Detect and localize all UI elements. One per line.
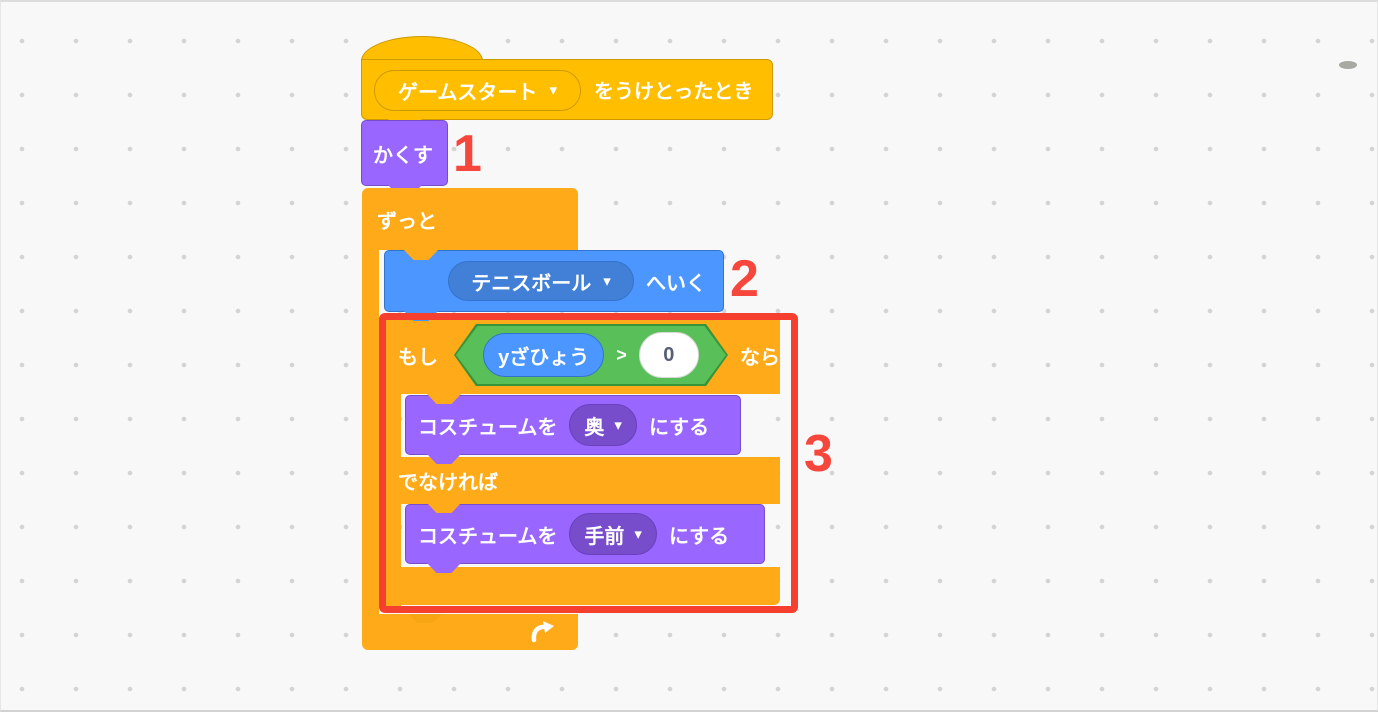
costume1-value: 奥 xyxy=(584,416,605,439)
annotation-rectangle xyxy=(379,313,798,613)
costume2-label-pre: コスチュームを xyxy=(418,525,558,548)
if-label: もし xyxy=(398,346,438,369)
annotation-step-3: 3 xyxy=(804,425,833,483)
else-mouth-tab xyxy=(427,503,461,513)
cursor-artifact xyxy=(1339,61,1357,69)
goto-target-value: テニスボール xyxy=(471,272,592,295)
switch-costume-block-2[interactable]: コスチュームを 手前 ▾ にする xyxy=(405,504,765,564)
chevron-down-icon: ▾ xyxy=(549,82,557,99)
if-mouth-tab xyxy=(427,394,461,404)
comparison-value: 0 xyxy=(663,343,675,366)
chevron-down-icon: ▾ xyxy=(603,272,611,290)
forever-block-bottom[interactable] xyxy=(362,614,578,650)
costume1-bottom-tab xyxy=(427,454,461,464)
if-else-block[interactable]: もし yざひょう > 0 なら xyxy=(384,316,780,394)
goto-block[interactable]: テニスボール ▾ へいく xyxy=(384,250,724,312)
chevron-down-icon: ▾ xyxy=(634,525,642,543)
forever-block[interactable]: ずっと xyxy=(362,188,578,250)
hide-block-label: かくす xyxy=(373,144,433,167)
costume2-dropdown[interactable]: 手前 ▾ xyxy=(569,513,657,555)
hide-block[interactable]: かくす xyxy=(361,120,448,186)
forever-mouth-tab xyxy=(404,250,438,260)
loop-arrow-icon xyxy=(528,619,558,645)
if-else-block-bottom[interactable] xyxy=(384,567,780,605)
goto-block-label: へいく xyxy=(646,272,706,295)
y-position-label: yざひょう xyxy=(498,346,590,369)
comparison-value-input[interactable]: 0 xyxy=(638,332,699,378)
costume2-bottom-tab xyxy=(427,563,461,573)
annotation-step-1: 1 xyxy=(453,125,482,183)
message-dropdown-value: ゲームスタート xyxy=(398,82,538,104)
chevron-down-icon: ▾ xyxy=(614,416,622,434)
if-bottom-tab xyxy=(408,614,442,623)
y-position-reporter[interactable]: yざひょう xyxy=(483,333,605,377)
costume1-dropdown[interactable]: 奥 ▾ xyxy=(569,404,637,446)
costume2-label-post: にする xyxy=(668,525,730,548)
costume2-value: 手前 xyxy=(584,525,625,548)
annotation-step-2: 2 xyxy=(730,250,759,308)
receive-hat-label: をうけとったとき xyxy=(594,81,754,103)
message-dropdown[interactable]: ゲームスタート ▾ xyxy=(374,70,581,111)
goto-target-dropdown[interactable]: テニスボール ▾ xyxy=(448,261,634,301)
receive-hat-block[interactable]: ゲームスタート ▾ をうけとったとき xyxy=(361,59,773,120)
costume1-label-post: にする xyxy=(648,416,710,439)
then-label: なら xyxy=(740,346,780,369)
operator-symbol: > xyxy=(616,344,627,365)
greater-than-condition[interactable]: yざひょう > 0 xyxy=(454,324,728,386)
receive-hat-dome[interactable] xyxy=(361,36,483,61)
forever-block-label: ずっと xyxy=(377,210,437,233)
switch-costume-block-1[interactable]: コスチュームを 奥 ▾ にする xyxy=(405,395,741,455)
else-label: でなければ xyxy=(398,472,498,494)
forever-block-arm[interactable] xyxy=(362,250,379,614)
costume1-label-pre: コスチュームを xyxy=(418,416,558,439)
else-bar[interactable]: でなければ xyxy=(384,457,780,504)
